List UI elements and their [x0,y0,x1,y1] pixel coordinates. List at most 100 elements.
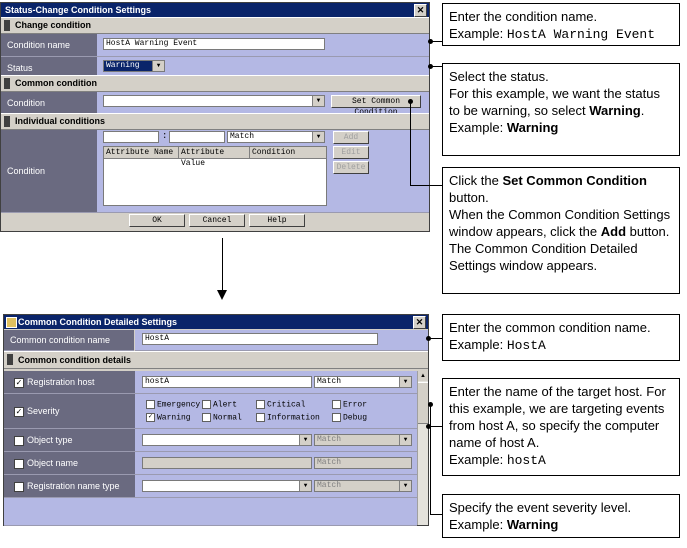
scroll-up-icon[interactable]: ▲ [418,371,428,381]
close-button[interactable]: ✕ [413,316,426,329]
condition-name-input[interactable]: HostA Warning Event [103,38,325,50]
severity-alert[interactable]: Alert [202,400,237,411]
normal-checkbox[interactable] [202,413,211,422]
alert-checkbox[interactable] [202,400,211,409]
section-change-condition: Change condition [1,17,429,34]
edit-button[interactable]: Edit [333,146,369,159]
callout-text: Enter the condition name. [449,9,598,24]
example-value: Warning [506,120,559,135]
cancel-button[interactable]: Cancel [189,214,245,227]
close-button[interactable]: ✕ [414,4,427,17]
debug-label: Debug [343,413,368,423]
severity-normal[interactable]: Normal [202,413,242,424]
label-registration-name-type[interactable]: Registration name type [4,475,138,498]
registration-host-match-select[interactable]: Match ▼ [314,376,412,388]
severity-error[interactable]: Error [332,400,367,411]
example-label: Example: [449,452,507,467]
severity-information[interactable]: Information [256,413,320,424]
debug-checkbox[interactable] [332,413,341,422]
example-label: Example: [449,26,507,41]
section-common-condition: Common condition [1,75,429,92]
chevron-down-icon[interactable]: ▼ [312,96,324,106]
label-object-type[interactable]: Object type [4,429,138,452]
severity-checkbox[interactable]: ✓ [14,406,24,417]
severity-warning[interactable]: ✓Warning [146,413,191,424]
attribute-value-input[interactable] [169,131,225,143]
connector-line [430,41,442,42]
callout-text-2: For this example, we want the status to … [449,85,673,119]
table-header-attribute-value: Attribute Value [179,147,250,168]
callout-severity: Specify the event severity level. Exampl… [442,494,680,538]
window-title: Common Condition Detailed Settings [18,317,177,327]
critical-label: Critical [267,400,306,410]
registration-host-label: Registration host [27,377,95,387]
common-condition-name-input[interactable]: HostA [142,333,378,345]
attribute-name-input[interactable] [103,131,159,143]
help-button[interactable]: Help [249,214,305,227]
callout-text-3: The Common Condition Detailed Settings w… [449,241,638,273]
object-type-match-select[interactable]: Match ▼ [314,434,412,446]
vertical-scrollbar[interactable]: ▲ [417,371,428,525]
severity-debug[interactable]: Debug [332,413,367,424]
callout-bold: Add [600,224,627,239]
chevron-down-icon[interactable]: ▼ [399,377,411,387]
callout-span: button. [626,224,670,239]
match-select[interactable]: Match ▼ [227,131,325,143]
ok-button[interactable]: OK [129,214,185,227]
object-type-label: Object type [27,435,73,445]
match-value: Match [317,377,342,386]
connector-line [430,404,431,514]
chevron-down-icon[interactable]: ▼ [312,132,324,142]
label-condition: Condition [1,92,97,115]
severity-emergency[interactable]: Emergency [146,400,200,411]
callout-bold: Set Common Condition [502,173,647,188]
object-name-input[interactable] [142,457,312,469]
warning-checkbox[interactable]: ✓ [146,413,155,422]
registration-host-checkbox[interactable]: ✓ [14,377,24,388]
status-select[interactable]: Warning ▼ [103,60,165,72]
registration-name-type-checkbox[interactable] [14,481,24,492]
callout-example: Example: Warning [449,119,673,136]
critical-checkbox[interactable] [256,400,265,409]
common-condition-select[interactable]: ▼ [103,95,325,107]
scroll-thumb[interactable] [418,382,428,424]
object-name-checkbox[interactable] [14,458,24,469]
colon-separator: : [162,131,168,141]
delete-button[interactable]: Delete [333,161,369,174]
chevron-down-icon[interactable]: ▼ [399,481,411,491]
chevron-down-icon[interactable]: ▼ [299,481,311,491]
callout-text: Select the status. [449,69,549,84]
set-common-condition-button[interactable]: Set Common Condition [331,95,421,117]
label-object-name[interactable]: Object name [4,452,138,475]
example-value: HostA Warning Event [506,27,656,42]
connector-dot [426,336,431,341]
object-type-checkbox[interactable] [14,435,24,446]
label-registration-host[interactable]: ✓Registration host [4,371,138,394]
registration-name-type-match-select[interactable]: Match ▼ [314,480,412,492]
registration-host-input[interactable]: hostA [142,376,312,388]
chevron-down-icon[interactable]: ▼ [399,435,411,445]
connector-dot [428,39,433,44]
callout-target-host: Enter the name of the target host. For t… [442,378,680,476]
information-checkbox[interactable] [256,413,265,422]
object-type-select[interactable]: ▼ [142,434,312,446]
conditions-table[interactable]: Attribute Name Attribute Value Condition [103,146,327,206]
registration-name-type-select[interactable]: ▼ [142,480,312,492]
object-name-match-select[interactable]: Match [314,457,412,469]
connector-dot [428,402,433,407]
chevron-down-icon[interactable]: ▼ [299,435,311,445]
chevron-down-icon[interactable]: ▼ [152,61,164,71]
severity-critical[interactable]: Critical [256,400,305,411]
connector-line [428,338,442,339]
arrow-head [217,290,227,300]
callout-example: Example: HostA [449,336,673,354]
label-severity[interactable]: ✓Severity [4,394,138,429]
error-checkbox[interactable] [332,400,341,409]
match-value: Match [317,458,342,467]
emergency-checkbox[interactable] [146,400,155,409]
callout-text: Enter the common condition name. [449,320,651,335]
status-value: Warning [106,61,140,70]
add-button[interactable]: Add [333,131,369,144]
callout-span: button. [449,190,489,205]
connector-dot [428,64,433,69]
